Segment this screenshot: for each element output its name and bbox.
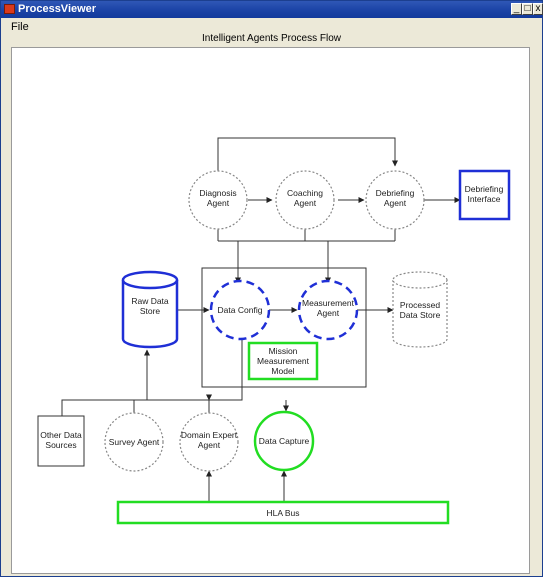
data-config-node[interactable]: Data Config bbox=[209, 279, 271, 341]
processed-data-store-label-2: Data Store bbox=[400, 310, 441, 320]
data-capture-label: Data Capture bbox=[259, 436, 310, 446]
domain-expert-agent-label-2: Agent bbox=[198, 440, 221, 450]
menu-bar: File bbox=[1, 18, 542, 36]
close-button[interactable]: x bbox=[533, 3, 543, 15]
diagnosis-agent-label-1: Diagnosis bbox=[199, 188, 236, 198]
other-data-sources-label-1: Other Data bbox=[40, 430, 82, 440]
maximize-button[interactable]: □ bbox=[522, 3, 533, 15]
survey-agent-node[interactable]: Survey Agent bbox=[104, 412, 164, 472]
debriefing-interface-node[interactable]: Debriefing Interface bbox=[458, 169, 511, 221]
minimize-button[interactable]: _ bbox=[511, 3, 522, 15]
mission-measurement-model-label-3: Model bbox=[271, 366, 294, 376]
domain-expert-agent-label-1: Domain Expert bbox=[181, 430, 238, 440]
coaching-agent-node[interactable]: Coaching Agent bbox=[275, 170, 335, 230]
data-config-label: Data Config bbox=[218, 305, 263, 315]
raw-data-store-label-2: Store bbox=[140, 306, 161, 316]
connectors bbox=[61, 137, 461, 502]
hla-bus-node[interactable]: HLA Bus bbox=[116, 500, 450, 525]
measurement-agent-label-1: Measurement bbox=[302, 298, 355, 308]
debriefing-agent-label-2: Agent bbox=[384, 198, 407, 208]
raw-data-store-label-1: Raw Data bbox=[131, 296, 169, 306]
mission-measurement-model-label-2: Measurement bbox=[257, 356, 310, 366]
debriefing-agent-node[interactable]: Debriefing Agent bbox=[365, 170, 425, 230]
processed-data-store-label-1: Processed bbox=[400, 300, 440, 310]
analysis-box bbox=[201, 267, 367, 388]
diagnosis-agent-node[interactable]: Diagnosis Agent bbox=[188, 170, 248, 230]
hla-bus-label: HLA Bus bbox=[266, 508, 299, 518]
window-title: ProcessViewer bbox=[18, 3, 97, 15]
menu-file[interactable]: File bbox=[11, 21, 29, 33]
other-data-sources-node[interactable]: Other Data Sources bbox=[37, 415, 85, 467]
survey-agent-label: Survey Agent bbox=[109, 437, 160, 447]
mission-measurement-model-label-1: Mission bbox=[269, 346, 298, 356]
debriefing-interface-label-1: Debriefing bbox=[465, 184, 504, 194]
debriefing-interface-label-2: Interface bbox=[467, 194, 500, 204]
debriefing-agent-label-1: Debriefing bbox=[376, 188, 415, 198]
data-capture-node[interactable]: Data Capture bbox=[253, 410, 315, 472]
mission-measurement-model-node[interactable]: Mission Measurement Model bbox=[247, 341, 319, 381]
raw-data-store-node[interactable]: Raw Data Store bbox=[121, 270, 179, 349]
process-flow-diagram: Diagnosis Agent Coaching Agent Debriefin… bbox=[37, 137, 511, 525]
coaching-agent-label-2: Agent bbox=[294, 198, 317, 208]
coaching-agent-label-1: Coaching bbox=[287, 188, 323, 198]
diagram-title: Intelligent Agents Process Flow bbox=[202, 33, 341, 44]
diagnosis-agent-label-2: Agent bbox=[207, 198, 230, 208]
app-icon bbox=[4, 4, 15, 14]
processed-data-store-node[interactable]: Processed Data Store bbox=[392, 271, 448, 348]
domain-expert-agent-node[interactable]: Domain Expert Agent bbox=[179, 412, 239, 472]
measurement-agent-label-2: Agent bbox=[317, 308, 340, 318]
measurement-agent-node[interactable]: Measurement Agent bbox=[297, 279, 359, 341]
title-bar[interactable]: ProcessViewer _ □ x bbox=[1, 1, 543, 18]
other-data-sources-label-2: Sources bbox=[45, 440, 76, 450]
diagram-canvas: Diagnosis Agent Coaching Agent Debriefin… bbox=[11, 47, 530, 574]
